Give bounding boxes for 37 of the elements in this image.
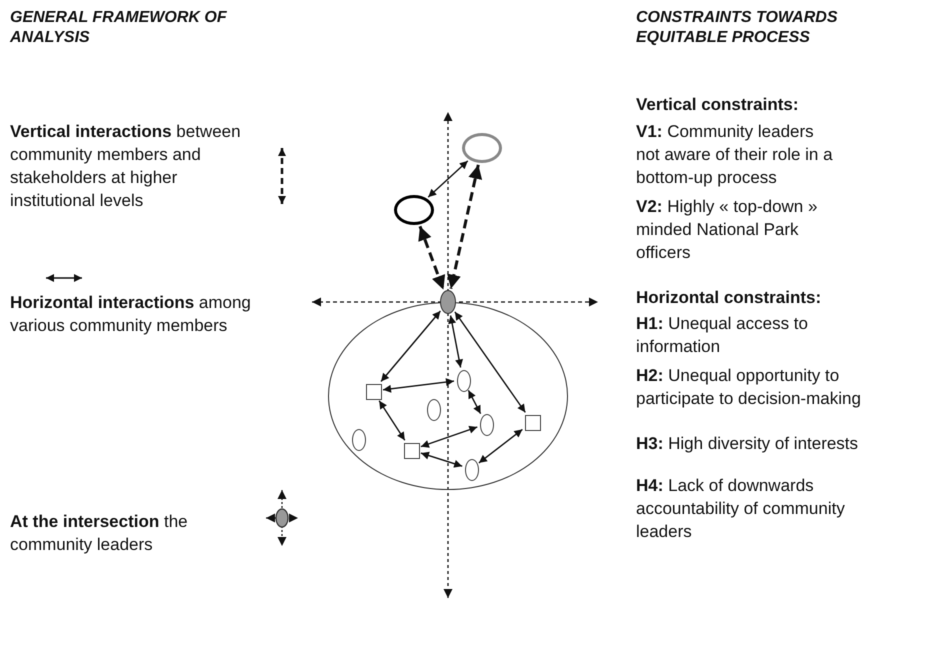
legend-text: Vertical interactions between community members and stakeholders at higher institutional levels (10, 121, 242, 212)
constraint-text: H2: Unequal opportunity to participate to decision-making (636, 365, 862, 410)
constraint-text: H1: Unequal access to information (636, 313, 809, 358)
arrow (420, 452, 462, 468)
arrow (478, 428, 523, 464)
section-heading: CONSTRAINTS TOWARDS EQUITABLE PROCESS (636, 8, 838, 48)
square (366, 384, 382, 400)
section-heading: GENERAL FRAMEWORK OF ANALYSIS (10, 8, 228, 48)
community-ellipse (328, 302, 568, 490)
arrow (454, 312, 526, 413)
legend-text: Horizontal interactions among various community members (10, 292, 252, 337)
subheading: Horizontal constraints: (636, 287, 822, 309)
legend-text: At the intersection the community leaders (10, 511, 189, 556)
oval (457, 370, 471, 392)
arrow (448, 315, 464, 368)
arrow (428, 160, 468, 198)
oval (352, 429, 366, 451)
arrow (378, 400, 406, 441)
square (525, 415, 541, 431)
oval (480, 414, 494, 436)
arrow (420, 426, 478, 448)
oval (427, 399, 441, 421)
constraint-text: V1: Community leaders not aware of their role in a bottom-up process (636, 121, 834, 189)
dashed-arrow (447, 164, 482, 290)
oval (465, 459, 479, 481)
arrow (382, 378, 454, 393)
arrow (468, 390, 482, 414)
leader-oval (440, 290, 456, 314)
constraint-text: H3: High diversity of interests (636, 433, 860, 455)
subheading: Vertical constraints: (636, 94, 800, 116)
constraint-text: V2: Highly « top-down » minded National Park officers (636, 196, 818, 264)
square (404, 443, 420, 459)
dashed-arrow (418, 226, 446, 290)
oval (394, 195, 434, 225)
constraint-text: H4: Lack of downwards accountability of community leaders (636, 475, 846, 543)
arrow (380, 310, 441, 382)
oval (462, 133, 502, 163)
